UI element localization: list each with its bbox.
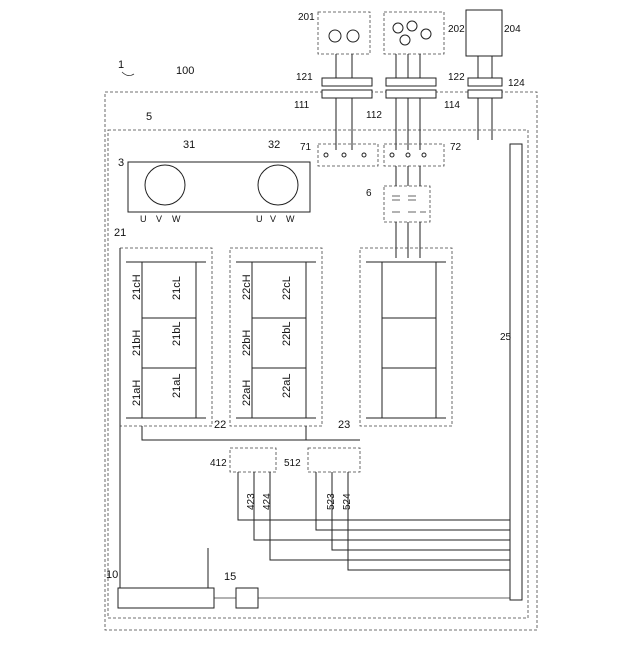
- inverter-23: [360, 248, 452, 426]
- motor-ref-32: 32: [268, 139, 280, 151]
- switch-22bL: 22bL: [281, 322, 293, 346]
- switch-22cH: 22cH: [241, 274, 253, 300]
- switch-22cL: 22cL: [281, 276, 293, 300]
- relay-group-512: [308, 448, 360, 472]
- relay-contact: [324, 153, 328, 157]
- relay-ref-71: 71: [300, 142, 312, 153]
- motor-32: [258, 165, 298, 205]
- source-wires: [336, 54, 492, 78]
- ac-source-icon: [407, 21, 417, 31]
- switch-21aL: 21aL: [171, 374, 183, 398]
- switch-21bH: 21bH: [131, 330, 143, 356]
- motor-31-phase-w: W: [172, 214, 181, 224]
- relay-box-71: [318, 144, 378, 166]
- inverter-ref-21: 21: [114, 227, 126, 239]
- inverter-ref-22: 22: [214, 419, 226, 431]
- connector-ref-114: 114: [444, 100, 460, 111]
- relay-box-72: [384, 144, 444, 166]
- system-ref-label: 100: [176, 65, 194, 77]
- connector-122a: [386, 78, 436, 86]
- bus-bar-25: [510, 144, 522, 600]
- motor-assembly-ref-label: 3: [118, 157, 124, 169]
- relay-group-wires: [238, 472, 510, 570]
- ac-source-icon: [421, 29, 431, 39]
- relay-group-412: [230, 448, 276, 472]
- ac-source-icon: [347, 30, 359, 42]
- relay-group-ref-412: 412: [210, 458, 227, 469]
- filter-box-6: [384, 186, 430, 222]
- figure-ref-label: 1: [118, 59, 124, 71]
- inverter-ref-23: 23: [338, 419, 350, 431]
- relay-ref-423: 423: [246, 493, 257, 510]
- connector-111: [322, 90, 372, 98]
- source-ref-204: 204: [504, 24, 521, 35]
- source-ref-201: 201: [298, 12, 315, 23]
- source-box-202: [384, 12, 444, 54]
- motor-31: [145, 165, 185, 205]
- system-boundary: [105, 92, 537, 630]
- comm-ref-15: 15: [224, 571, 236, 583]
- relay-ref-72: 72: [450, 142, 462, 153]
- connector-ref-122: 122: [448, 72, 465, 83]
- switch-21bL: 21bL: [171, 322, 183, 346]
- switch-21aH: 21aH: [131, 380, 143, 406]
- connector-124: [468, 78, 502, 86]
- source-box-201: [318, 12, 370, 54]
- relay-contact: [342, 153, 346, 157]
- ac-source-icon: [393, 23, 403, 33]
- motor-32-phase-u: U: [256, 214, 263, 224]
- relay-contact: [422, 153, 426, 157]
- controller-box-10: [118, 588, 214, 608]
- switch-21cH: 21cH: [131, 274, 143, 300]
- inverter-output-bus: [142, 426, 360, 440]
- connector-121: [322, 78, 372, 86]
- relay-contact: [406, 153, 410, 157]
- switch-21cL: 21cL: [171, 276, 183, 300]
- comm-box-15: [236, 588, 258, 608]
- switch-22aH: 22aH: [241, 380, 253, 406]
- connector-112: [386, 90, 436, 98]
- motor-31-phase-u: U: [140, 214, 147, 224]
- relay-contact: [390, 153, 394, 157]
- motor-31-phase-v: V: [156, 214, 162, 224]
- figure-ref-leader: [122, 72, 134, 76]
- relay-group-ref-512: 512: [284, 458, 301, 469]
- filter-ref-6: 6: [366, 188, 372, 199]
- motor-32-phase-w: W: [286, 214, 295, 224]
- drive-ref-label: 5: [146, 111, 152, 123]
- relay-ref-424: 424: [262, 493, 273, 510]
- connector-ref-111: 111: [294, 100, 310, 111]
- connector-114: [468, 90, 502, 98]
- switch-22aL: 22aL: [281, 374, 293, 398]
- supply-wires: [336, 98, 492, 150]
- motor-32-phase-v: V: [270, 214, 276, 224]
- ac-source-icon: [400, 35, 410, 45]
- ac-source-icon: [329, 30, 341, 42]
- motor-ref-31: 31: [183, 139, 195, 151]
- connector-ref-124: 124: [508, 78, 525, 89]
- relay-contact: [362, 153, 366, 157]
- switch-22bH: 22bH: [241, 330, 253, 356]
- source-box-204: [466, 10, 502, 56]
- filter-elements: [392, 196, 426, 212]
- source-ref-202: 202: [448, 24, 465, 35]
- bus-ref-25: 25: [500, 332, 512, 343]
- controller-ref-10: 10: [106, 569, 118, 581]
- connector-ref-121: 121: [296, 72, 313, 83]
- connector-ref-112: 112: [366, 110, 382, 121]
